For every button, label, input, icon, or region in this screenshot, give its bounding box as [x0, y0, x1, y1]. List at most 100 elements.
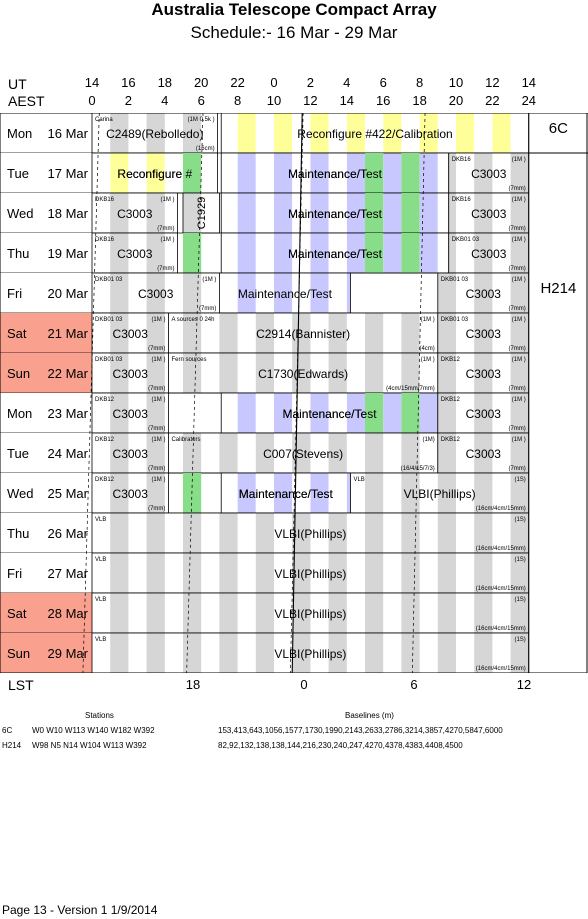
- green-col-1-0: [183, 153, 202, 193]
- block-gap-3-1: [328, 233, 347, 273]
- block-mode-6-1: (1M ): [421, 357, 435, 363]
- day-name-5: Sat: [7, 326, 27, 341]
- block-gap-3-1: [255, 233, 274, 273]
- config-name-1: H214: [540, 280, 576, 297]
- block-stripe-7-0: [110, 393, 129, 433]
- block-gap-1-1: [437, 153, 449, 193]
- block-stripe-6-0: [110, 353, 129, 393]
- block-stripe-12-0: [219, 593, 238, 633]
- block-stripe-7-1: [310, 393, 329, 433]
- block-gap-2-2: [437, 193, 449, 233]
- block-stripe-4-1: [346, 273, 351, 313]
- block-stripe-12-0: [365, 593, 384, 633]
- block-stripe-10-0: [255, 513, 274, 553]
- ut-tick-1: 16: [121, 75, 136, 90]
- block-stripe-8-0: [146, 433, 165, 473]
- block-stripe-3-2: [510, 233, 529, 273]
- aest-tick-11: 22: [485, 93, 500, 108]
- block-mode-4-0: (1M ): [202, 277, 216, 283]
- block-stripe-10-0: [219, 513, 238, 553]
- block-band-6-0: (7mm): [148, 386, 165, 392]
- block-source-4-0: DKB01 03: [95, 277, 123, 283]
- block-stripe-12-0: [510, 593, 529, 633]
- block-stripe-6-1: [255, 353, 274, 393]
- block-stripe-10-0: [292, 513, 311, 553]
- block-mode-6-2: (1M ): [512, 357, 526, 363]
- block-label-12-0: VLBI(Phillips): [274, 607, 346, 621]
- day-cell-7: [0, 393, 92, 433]
- block-label-2-0: C3003: [117, 207, 153, 221]
- block-stripe-3-1: [237, 233, 256, 273]
- block-stripe-1-1: [383, 153, 402, 193]
- block-stripe-3-2: [448, 233, 456, 273]
- block-stripe-3-1: [419, 233, 438, 273]
- block-band-2-3: (7mm): [508, 226, 525, 232]
- block-stripe-5-1: [401, 313, 420, 353]
- block-label-4-1: Maintenance/Test: [238, 287, 333, 301]
- block-stripe-5-1: [292, 313, 311, 353]
- block-stripe-6-1: [328, 353, 347, 393]
- block-stripe-13-0: [510, 633, 529, 673]
- day-cell-3: [0, 233, 92, 273]
- block-stripe-1-1: [310, 153, 329, 193]
- block-stripe-12-0: [146, 593, 165, 633]
- ut-tick-8: 6: [379, 75, 387, 90]
- block-source-5-2: DKB01 03: [441, 317, 469, 323]
- block-gap-0-1: [437, 113, 456, 153]
- block-stripe-11-0: [219, 553, 238, 593]
- day-name-2: Wed: [7, 206, 34, 221]
- block-stripe-1-1: [346, 153, 365, 193]
- block-stripe-6-2: [510, 353, 529, 393]
- block-stripe-2-0: [110, 193, 129, 233]
- block-band-6-1: (4cm/15mm/7mm): [386, 386, 435, 392]
- day-date-9: 25 Mar: [48, 486, 89, 501]
- block-stripe-1-1: [237, 153, 256, 193]
- block-stripe-13-0: [401, 633, 420, 673]
- block-stripe-7-1: [237, 393, 256, 433]
- block-source-3-0: DKB16: [95, 237, 115, 243]
- day-date-1: 17 Mar: [48, 166, 89, 181]
- aest-tick-0: 0: [88, 93, 96, 108]
- block-stripe-5-1: [328, 313, 347, 353]
- block-label-7-1: Maintenance/Test: [282, 407, 377, 421]
- block-label-10-0: VLBI(Phillips): [274, 527, 346, 541]
- ut-tick-10: 10: [448, 75, 464, 90]
- aest-tick-9: 18: [412, 93, 427, 108]
- block-stripe-10-0: [437, 513, 456, 553]
- block-source-4-2: DKB01 03: [441, 277, 469, 283]
- aest-tick-7: 14: [339, 93, 355, 108]
- block-stripe-10-0: [146, 513, 165, 553]
- stations-header: Stations: [85, 711, 114, 720]
- block-gap-2-2: [292, 193, 311, 233]
- block-source-6-2: DKB12: [441, 357, 461, 363]
- lst-zero-line: [291, 113, 303, 673]
- block-stripe-10-0: [183, 513, 202, 553]
- block-label-0-0: C2489(Rebolledo): [106, 127, 203, 141]
- block-stripe-2-2: [419, 193, 438, 233]
- ut-tick-11: 12: [485, 75, 500, 90]
- block-gap-4-1: [255, 273, 274, 313]
- block-gap-1-0: [128, 153, 147, 193]
- block-gap-0-1: [328, 113, 347, 153]
- block-stripe-2-2: [346, 193, 365, 233]
- block-band-9-2: (16cm/4cm/15mm): [476, 506, 526, 512]
- green-col-2-1: [365, 193, 384, 233]
- block-mode-12-0: (1S): [514, 597, 525, 603]
- block-stripe-3-1: [383, 233, 402, 273]
- config-6c-stations: W0 W10 W113 W140 W182 W392: [32, 726, 155, 735]
- block-stripe-13-0: [219, 633, 238, 673]
- block-source-6-0: DKB01 03: [95, 357, 123, 363]
- green-col-3-0: [183, 233, 202, 273]
- block-stripe-12-0: [474, 593, 493, 633]
- block-stripe-0-1: [237, 113, 256, 153]
- block-stripe-13-0: [183, 633, 202, 673]
- day-cell-13: [0, 633, 92, 673]
- lst-axis-label: LST: [8, 677, 34, 693]
- block-stripe-7-2: [474, 393, 493, 433]
- config-6c-baselines: 153,413,643,1056,1577,1730,1990,2143,263…: [218, 726, 503, 735]
- block-band-8-1: (16/4/15/7/3): [401, 466, 435, 472]
- block-stripe-3-1: [274, 233, 293, 273]
- config-column: [528, 113, 588, 673]
- block-label-8-2: C3003: [466, 447, 502, 461]
- block-stripe-1-2: [448, 153, 456, 193]
